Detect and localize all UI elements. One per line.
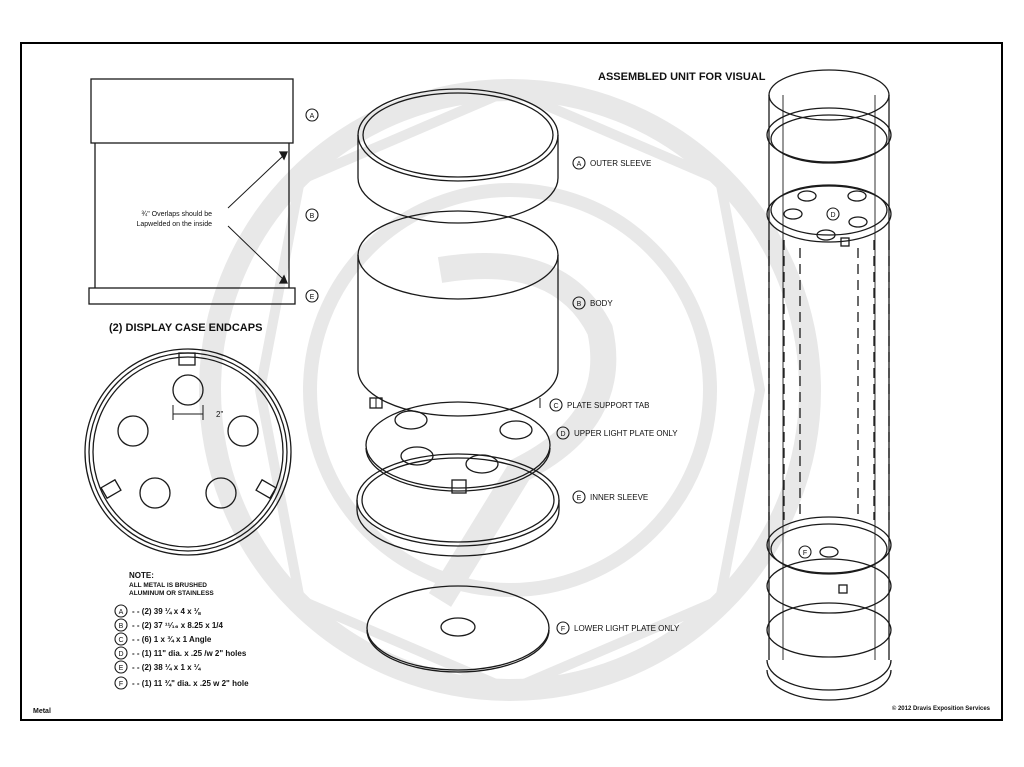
endcap-hole xyxy=(139,477,171,509)
callout-letter-a: A xyxy=(310,113,315,120)
note-heading: NOTE: xyxy=(129,571,154,580)
note-line-1: ALL METAL IS BRUSHED xyxy=(129,582,207,589)
inner-sleeve-drawing xyxy=(356,453,560,557)
sheet-border xyxy=(20,42,1003,721)
lower-light-plate-drawing xyxy=(366,585,550,673)
part-label-outer-sleeve: OUTER SLEEVE xyxy=(590,159,651,168)
bom-letter-e: E xyxy=(119,665,124,672)
footer-material: Metal xyxy=(33,708,51,715)
callout-letter-f: F xyxy=(561,626,565,633)
callout-letter-d: D xyxy=(830,212,835,219)
callout-letter-b: B xyxy=(577,301,582,308)
bom-item-c: - - (6) 1 x ¾ x 1 Angle xyxy=(132,635,212,644)
watermark-logo xyxy=(199,79,821,701)
callout-letter-c: C xyxy=(553,403,558,410)
bom-item-a: - - (2) 39 ¼ x 4 x ⅛ xyxy=(132,607,202,616)
note-line-2: ALUMINUM OR STAINLESS xyxy=(129,590,214,597)
callout-circles xyxy=(114,108,840,690)
callout-letter-b: B xyxy=(310,213,315,220)
upper-light-plate-drawing xyxy=(365,397,551,494)
callout-letter-e: E xyxy=(310,294,315,301)
bom-letter-a: A xyxy=(119,609,124,616)
bom-item-b: - - (2) 37 ¹¹⁄₁₆ x 8.25 x 1/4 xyxy=(132,621,224,630)
endcap-hole xyxy=(172,374,204,406)
callout-letter-f: F xyxy=(803,550,807,557)
bom-item-d: - - (1) 11" dia. x .25 /w 2" holes xyxy=(132,649,247,658)
overlap-note-line1: ¾" Overlaps should be xyxy=(141,211,212,218)
part-label-lower-light-plate: LOWER LIGHT PLATE ONLY xyxy=(574,624,680,633)
endcap-hole xyxy=(227,415,259,447)
part-label-plate-support-tab: PLATE SUPPORT TAB xyxy=(567,401,649,410)
endcap-side-view xyxy=(88,78,296,305)
assembled-unit-drawing xyxy=(766,69,892,701)
bom-item-e: - - (2) 38 ¼ x 1 x ¼ xyxy=(132,663,202,672)
callout-letter-a: A xyxy=(577,161,582,168)
part-label-inner-sleeve: INNER SLEEVE xyxy=(590,493,648,502)
endcap-hole xyxy=(117,415,149,447)
footer-copyright: © 2012 Dravis Exposition Services xyxy=(892,705,991,712)
bom-letter-d: D xyxy=(118,651,123,658)
callout-letter-e: E xyxy=(577,495,582,502)
hole-spacing-dimension: 2" xyxy=(216,410,223,419)
body-drawing xyxy=(357,210,559,417)
bom-letter-c: C xyxy=(118,637,123,644)
overlap-note-line2: Lapwelded on the inside xyxy=(136,221,212,228)
bom-letter-f: F xyxy=(119,681,123,688)
endcap-hole xyxy=(205,477,237,509)
part-label-body: BODY xyxy=(590,299,613,308)
part-label-upper-light-plate: UPPER LIGHT PLATE ONLY xyxy=(574,429,678,438)
endcap-plan-view xyxy=(84,348,292,556)
bom-item-f: - - (1) 11 ¾" dia. x .25 w 2" hole xyxy=(132,679,249,688)
bom-letter-b: B xyxy=(119,623,124,630)
assembled-unit-title: ASSEMBLED UNIT FOR VISUAL xyxy=(598,71,766,83)
outer-sleeve-drawing xyxy=(357,88,559,224)
callout-letter-d: D xyxy=(560,431,565,438)
endcaps-title: (2) DISPLAY CASE ENDCAPS xyxy=(109,322,262,334)
